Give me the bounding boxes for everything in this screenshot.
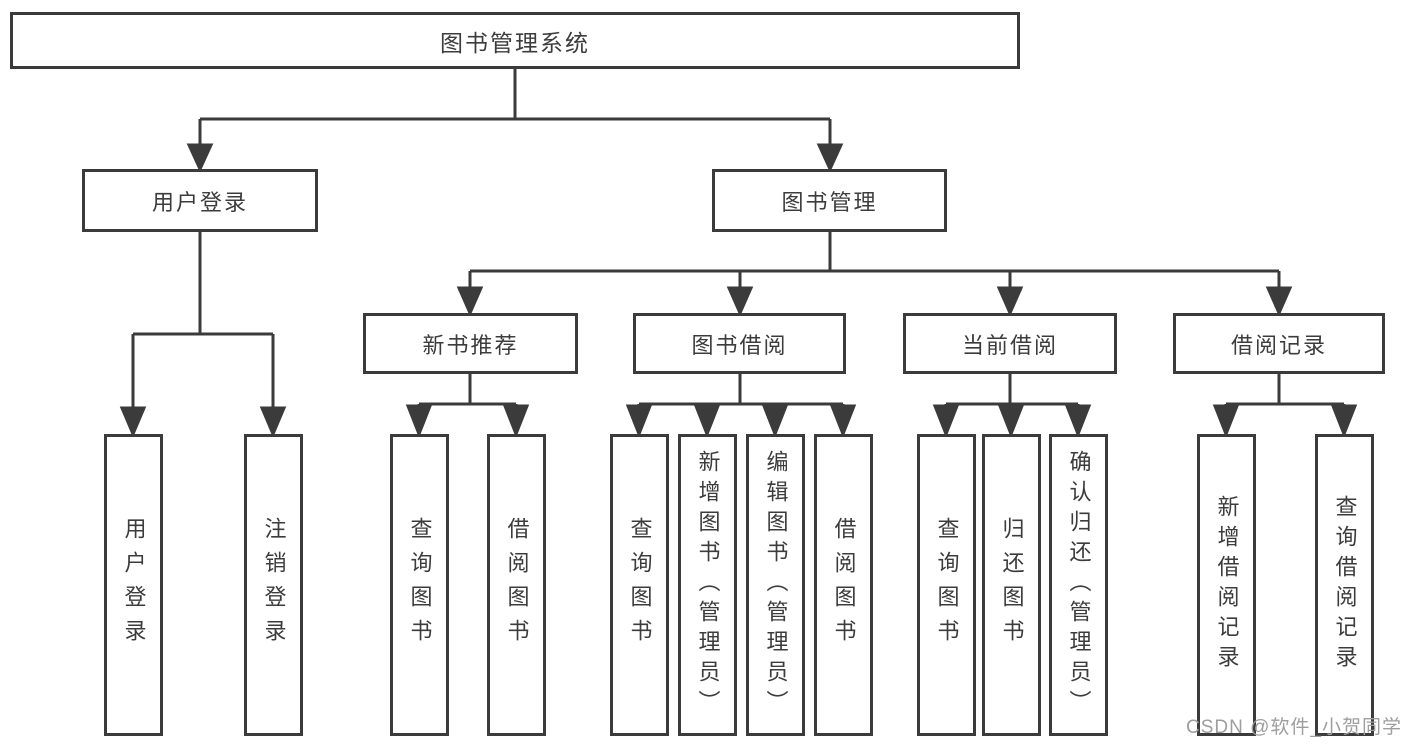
connector-new-book-recommend-to-leaves (405, 374, 530, 439)
arrowhead-borrow-records (1265, 286, 1293, 317)
leaf-add-borrow-record: 新增借阅记录 (1197, 434, 1256, 736)
arrowhead-book-management (816, 143, 844, 173)
connector-book-management-to-level3 (456, 232, 1293, 317)
node-book-management: 图书管理 (712, 169, 947, 232)
connector-root-to-level2 (186, 69, 844, 173)
leaf-borrow-query-books: 查询图书 (610, 434, 669, 736)
node-root-system: 图书管理系统 (10, 12, 1020, 69)
arrowhead-new-book-recommend (456, 286, 484, 317)
leaf-confirm-return-admin: 确认归还（管理员） (1049, 434, 1108, 736)
connector-user-login-to-leaves (119, 232, 287, 438)
leaf-logout: 注销登录 (244, 434, 303, 736)
node-borrow-records: 借阅记录 (1173, 313, 1385, 374)
arrowhead-leaf-user-login (119, 406, 147, 438)
leaf-recommend-query-books: 查询图书 (390, 434, 449, 736)
arrowhead-user-login (186, 143, 214, 173)
node-user-login: 用户登录 (82, 169, 318, 232)
csdn-watermark: CSDN @软件_小贺同学 (1186, 717, 1402, 738)
node-current-borrow: 当前借阅 (903, 313, 1117, 374)
leaf-return-books: 归还图书 (982, 434, 1041, 736)
leaf-edit-book-admin: 编辑图书（管理员） (746, 434, 805, 736)
leaf-current-query-books: 查询图书 (917, 434, 976, 736)
connector-current-borrow-to-leaves (932, 374, 1092, 439)
leaf-query-borrow-record: 查询借阅记录 (1315, 434, 1374, 736)
leaf-add-book-admin: 新增图书（管理员） (678, 434, 737, 736)
leaf-user-login: 用户登录 (104, 434, 163, 736)
connector-book-borrow-to-leaves (625, 374, 857, 439)
node-new-book-recommend: 新书推荐 (363, 313, 578, 374)
leaf-borrow-books: 借阅图书 (814, 434, 873, 736)
arrowhead-book-borrow (726, 286, 754, 317)
connector-borrow-records-to-leaves (1212, 374, 1358, 439)
leaf-recommend-borrow-books: 借阅图书 (487, 434, 546, 736)
arrowhead-leaf-logout (259, 406, 287, 438)
arrowhead-current-borrow (996, 286, 1024, 317)
node-book-borrow: 图书借阅 (633, 313, 846, 374)
